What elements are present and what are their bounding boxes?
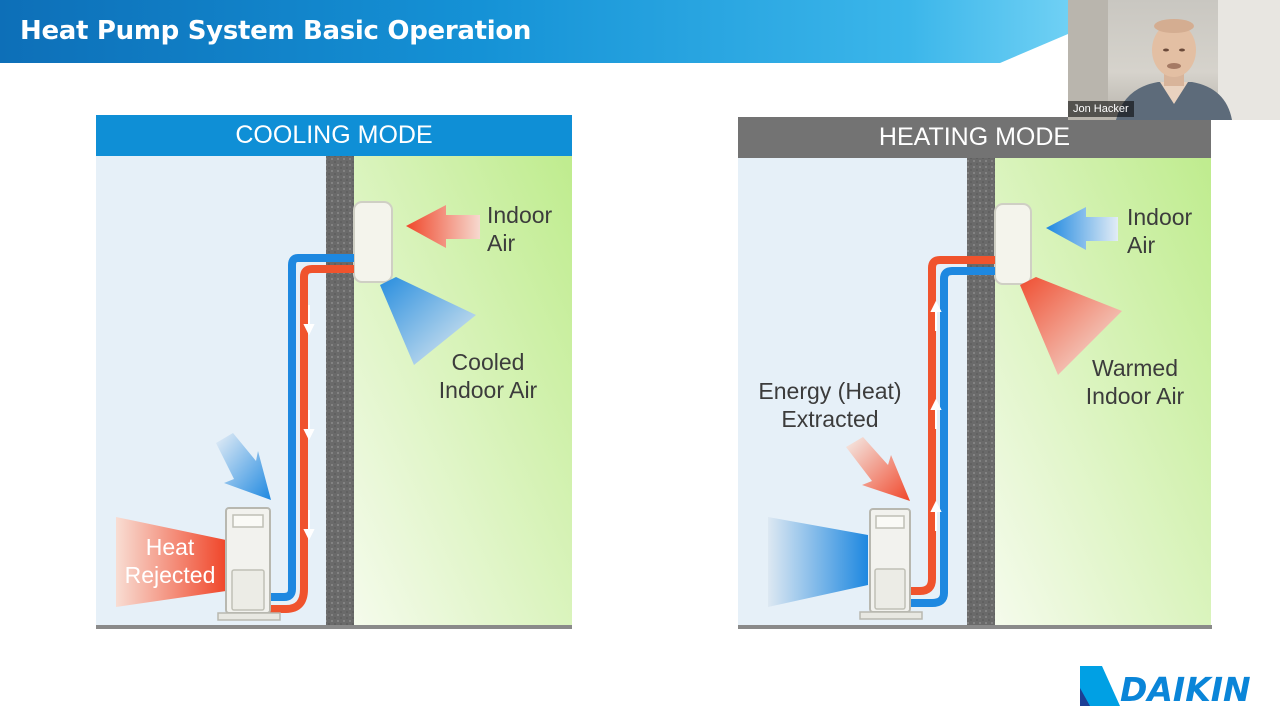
cooling-diagram (96, 115, 572, 629)
cooling-indoor-air-line1: Indoor (487, 202, 553, 228)
outdoor-unit-icon (217, 507, 281, 621)
indoor-unit-icon (994, 203, 1032, 285)
cooled-line2: Indoor Air (438, 377, 538, 403)
heating-indoor-air-label: Indoor Air (1127, 203, 1192, 259)
flow-arrows-down-icon (303, 305, 315, 541)
cooling-indoor-air-line2: Air (487, 230, 516, 256)
cold-exhaust-flow-icon (768, 517, 868, 607)
floor-line (738, 625, 1212, 629)
wall (967, 158, 995, 628)
heating-diagram (738, 117, 1212, 629)
outdoor-intake-arrow-icon (846, 437, 910, 501)
title-bar: Heat Pump System Basic Operation (0, 0, 1068, 63)
outdoor-intake-arrow-icon (216, 433, 271, 500)
warmed-line1: Warmed (1091, 355, 1179, 381)
indoor-unit-icon (353, 201, 393, 283)
pipe-hot (266, 265, 354, 613)
wall (326, 156, 354, 628)
energy-line2: Extracted (781, 406, 879, 432)
warmed-line2: Indoor Air (1085, 383, 1185, 409)
heat-rejected-line2: Rejected (124, 562, 216, 588)
indoor-air-arrow-icon (406, 205, 480, 248)
floor-line (96, 625, 572, 629)
cooling-indoor-air-label: Indoor Air (487, 201, 552, 257)
indoor-air-arrow-icon (1046, 207, 1118, 250)
energy-extracted-label: Energy (Heat) Extracted (750, 377, 910, 433)
presenter-video-icon (1068, 0, 1280, 120)
heat-rejected-label: Heat Rejected (114, 533, 226, 589)
warmed-air-cone-icon (1020, 277, 1122, 375)
heating-mode-panel: HEATING MODE Indoor Air Warmed Indoor Ai… (738, 117, 1214, 633)
heat-rejected-line1: Heat (145, 534, 195, 560)
cooled-line1: Cooled (451, 349, 525, 375)
flow-arrows-up-icon (930, 300, 942, 531)
pipe-cold (266, 254, 354, 601)
warmed-indoor-air-label: Warmed Indoor Air (1076, 354, 1194, 410)
daikin-logo-mark-icon: DAIKIN (1080, 666, 1251, 709)
cooling-header-bar (96, 115, 572, 156)
cooling-mode-header: COOLING MODE (235, 121, 433, 149)
title-bar-notch (1000, 34, 1068, 63)
webcam-video[interactable]: Jon Hacker (1068, 0, 1280, 120)
cooled-air-cone-icon (380, 277, 476, 365)
heating-mode-header: HEATING MODE (878, 123, 1071, 151)
heating-indoor-air-line2: Air (1127, 232, 1156, 258)
participant-name: Jon Hacker (1068, 101, 1134, 117)
outdoor-unit-icon (859, 508, 923, 620)
heating-indoor-air-line1: Indoor (1127, 204, 1193, 230)
daikin-logo: DAIKIN (1080, 662, 1270, 710)
heat-rejected-flow-icon (116, 517, 226, 607)
pipe-cold (910, 267, 995, 607)
daikin-logo-text: DAIKIN (1120, 670, 1251, 709)
energy-line1: Energy (Heat) (758, 378, 902, 404)
heating-header-bar (738, 117, 1211, 158)
pipe-hot (908, 256, 995, 595)
cooled-indoor-air-label: Cooled Indoor Air (432, 348, 544, 404)
slide-title: Heat Pump System Basic Operation (20, 16, 532, 46)
cooling-mode-panel: COOLING MODE Indoor Air Cooled Indoor Ai… (96, 115, 572, 631)
